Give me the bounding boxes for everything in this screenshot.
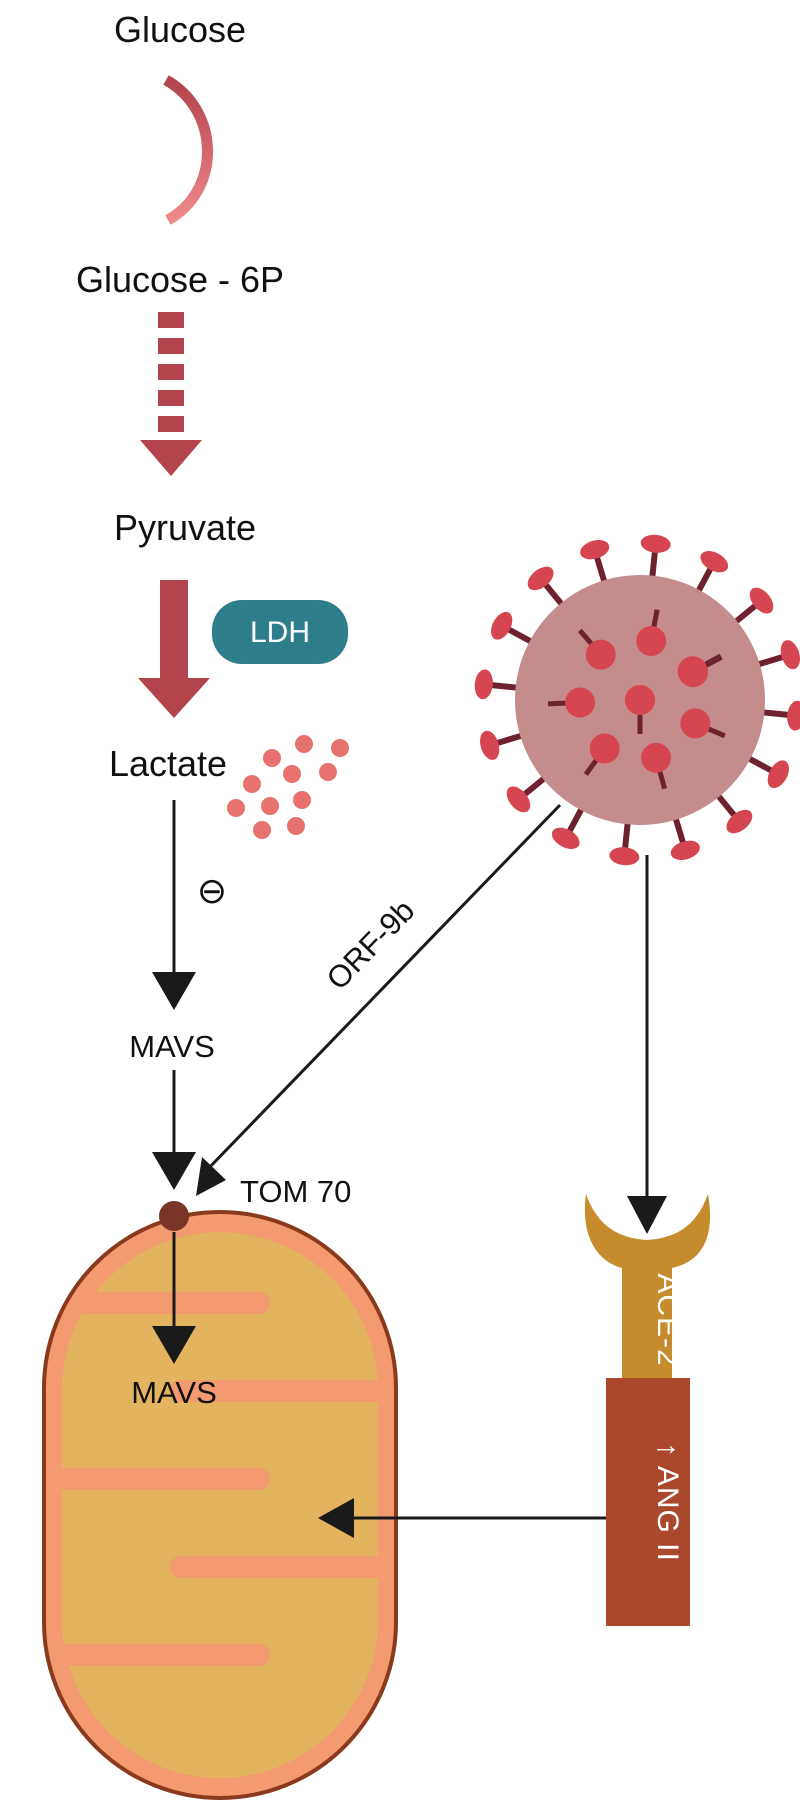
virus-inner-spike <box>577 628 616 670</box>
virus-spike <box>670 813 700 860</box>
virus-spike <box>743 753 789 789</box>
ang2-to-mitochondrion-arrow <box>318 1498 606 1538</box>
coronavirus <box>474 534 800 866</box>
virus-spike <box>491 611 537 647</box>
virus-spike <box>480 730 527 760</box>
lactate-molecules <box>227 735 349 839</box>
orf9b-arrow <box>196 803 562 1196</box>
pyruvate-label: Pyruvate <box>114 507 256 548</box>
glucose-6p-label: Glucose - 6P <box>76 259 284 300</box>
mavs-mito-label: MAVS <box>131 1375 217 1410</box>
hexokinase-arc <box>163 75 213 225</box>
virus-inner-spike <box>641 742 672 790</box>
virus-inner-spike <box>547 687 596 718</box>
ang2-label: ↑ ANG II <box>651 1442 684 1562</box>
virus-spike <box>693 551 729 597</box>
ace2-receptor: ACE-2 <box>584 1194 711 1378</box>
mavs-cytosol-label: MAVS <box>129 1029 215 1064</box>
virus-spike <box>506 773 550 813</box>
virus-inner-spike <box>636 609 667 657</box>
lactate-to-mavs-arrow <box>152 800 196 1010</box>
tom70-label: TOM 70 <box>240 1174 351 1209</box>
virus-spike <box>713 790 753 834</box>
ang2-block: ↑ ANG II <box>606 1378 690 1626</box>
dashed-conversion-arrow <box>140 312 202 476</box>
ldh-conversion-arrow <box>138 580 210 718</box>
virus-spike <box>527 566 567 610</box>
virus-to-ace2-arrow <box>627 855 667 1234</box>
virus-spike <box>609 818 640 866</box>
ace2-label: ACE-2 <box>651 1273 684 1366</box>
virus-inner-spike <box>680 708 726 739</box>
inhibition-symbol: ⊖ <box>197 870 227 911</box>
virus-spike <box>640 534 671 582</box>
virus-spike <box>730 587 774 627</box>
mavs-to-mitochondrion-arrow <box>152 1070 196 1190</box>
tom70-receptor <box>159 1201 189 1231</box>
mitochondrial-cristae <box>50 1292 390 1666</box>
virus-inner-spike <box>583 733 620 776</box>
virus-inner-spike <box>678 655 723 688</box>
virus-spike <box>580 540 610 587</box>
virus-spike <box>474 669 522 700</box>
mavs-mito-arrow <box>152 1232 196 1364</box>
orf9b-label: ORF-9b <box>320 893 422 997</box>
ldh-label: LDH <box>250 616 310 649</box>
ldh-enzyme-badge: LDH <box>212 600 348 664</box>
glucose-label: Glucose <box>114 9 246 50</box>
virus-inner-spike <box>625 685 655 734</box>
lactate-label: Lactate <box>109 743 227 784</box>
virus-spike <box>753 640 800 670</box>
mitochondrion <box>42 1201 398 1800</box>
